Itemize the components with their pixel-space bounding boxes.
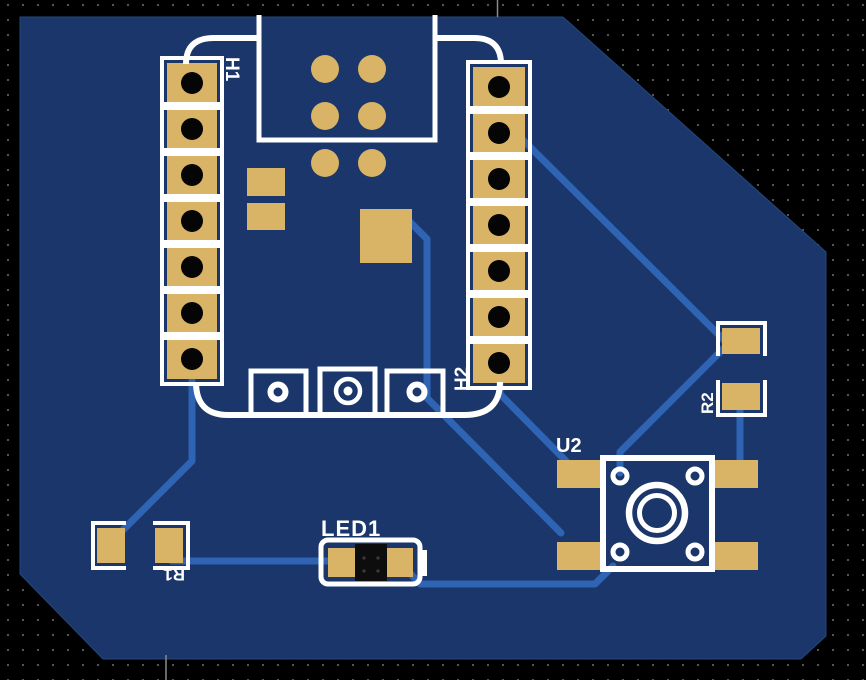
h2-ref-label[interactable]: H2 — [452, 367, 473, 391]
r2-ref-label[interactable]: R2 — [698, 392, 717, 414]
u2-pad-4[interactable] — [712, 542, 758, 570]
trace-module-to-u2-bottom[interactable] — [406, 218, 565, 537]
module-pad-round[interactable] — [358, 55, 386, 83]
led1-pad-1[interactable] — [328, 548, 356, 577]
module-smd-pad[interactable] — [247, 203, 285, 230]
h2-pad-frame — [466, 152, 532, 206]
u2-outline — [600, 455, 715, 572]
u2-silk — [600, 455, 715, 572]
module-pad-round[interactable] — [311, 102, 339, 130]
h2-hole-1 — [488, 76, 510, 98]
r1-pad-2[interactable] — [155, 528, 183, 563]
silkscreen: H1 H2 R1 R2 U2 LED1 — [91, 15, 767, 587]
h2-hole-3 — [488, 168, 510, 190]
trace-h1-to-r1[interactable] — [116, 374, 196, 537]
h1-pad-frame — [160, 240, 224, 294]
button-ring — [406, 381, 428, 403]
antenna-outline — [256, 15, 438, 143]
trace-led1-to-u2[interactable] — [405, 562, 617, 588]
u2-button-outer-ring — [625, 481, 689, 545]
h1-hole-4 — [181, 210, 203, 232]
h2-hole-5 — [488, 260, 510, 282]
r2-bracket-top — [716, 321, 767, 356]
h1-pad-frame — [160, 148, 224, 202]
module-thermal-pad[interactable] — [360, 209, 412, 263]
h2-pads[interactable] — [473, 67, 525, 383]
u2-corner-ring — [610, 466, 630, 486]
r2-pad-2[interactable] — [722, 383, 760, 410]
h2-pad-frame — [466, 290, 532, 344]
led1-body-dot — [362, 556, 366, 560]
copper-pads — [97, 55, 760, 581]
h1-hole-5 — [181, 256, 203, 278]
u2-corner-ring — [685, 466, 705, 486]
led1-body-dot — [376, 556, 380, 560]
h1-pad-frame — [160, 56, 224, 110]
h1-hole-6 — [181, 302, 203, 324]
h1-ref-label[interactable]: H1 — [221, 57, 242, 82]
module-outline — [183, 35, 504, 418]
u2-corner-ring — [610, 542, 630, 562]
h2-pad-frame — [466, 106, 532, 160]
module-pad-round[interactable] — [358, 102, 386, 130]
h1-pad-frame — [160, 194, 224, 248]
button-frame — [317, 366, 378, 415]
u2-pad-3[interactable] — [712, 460, 758, 488]
u2-pad-1[interactable] — [557, 460, 603, 488]
module-round-pads[interactable] — [311, 55, 386, 177]
h2-pad-frame — [466, 244, 532, 298]
h2-hole-4 — [488, 214, 510, 236]
r1-ref-label[interactable]: R1 — [163, 565, 185, 584]
r2-bracket-bottom — [716, 380, 767, 417]
h2-hole-7 — [488, 352, 510, 374]
h1-pads[interactable] — [167, 63, 217, 379]
led1-body-dot — [362, 569, 366, 573]
module-button-left — [248, 368, 309, 415]
h1-hole-7 — [181, 348, 203, 370]
r1-bracket-right — [153, 521, 190, 570]
h2-pad-frame — [466, 198, 532, 252]
trace-r2-to-u2-ring[interactable] — [616, 345, 727, 477]
led1-pad-2[interactable] — [386, 548, 413, 577]
h1-silk-ladder — [160, 56, 224, 386]
led1-ref-label[interactable]: LED1 — [321, 516, 381, 541]
led1-body-dot — [376, 569, 380, 573]
u2-ref-label[interactable]: U2 — [556, 435, 582, 457]
u2-pad-2[interactable] — [557, 542, 603, 570]
h1-pad-frame — [160, 286, 224, 340]
button-ring — [267, 381, 289, 403]
module-button-right — [384, 368, 446, 415]
button-outer-ring — [333, 376, 363, 406]
u2-corner-ring — [685, 542, 705, 562]
module-pad-round[interactable] — [358, 149, 386, 177]
h1-pad-frame — [160, 102, 224, 156]
led1-body[interactable] — [355, 544, 387, 581]
trace-h2-to-r2[interactable] — [519, 136, 729, 345]
button-frame — [248, 368, 309, 415]
module-smd-pad[interactable] — [247, 168, 285, 196]
module-pad-round[interactable] — [311, 55, 339, 83]
h1-hole-2 — [181, 118, 203, 140]
button-center-dot — [343, 386, 353, 396]
h1-pad-frame — [160, 332, 224, 386]
r2-pad-1[interactable] — [722, 328, 760, 354]
led1-outline — [318, 537, 423, 587]
r1-pad-1[interactable] — [97, 528, 125, 563]
r1-bracket-left — [91, 521, 126, 570]
button-frame — [384, 368, 446, 415]
h2-hole-6 — [488, 306, 510, 328]
u2-button-inner-ring — [637, 493, 677, 533]
module-button-center — [317, 366, 378, 415]
h2-hole-2 — [488, 122, 510, 144]
h1-hole-3 — [181, 164, 203, 186]
module-pad-round[interactable] — [311, 149, 339, 177]
h1-hole-1 — [181, 72, 203, 94]
